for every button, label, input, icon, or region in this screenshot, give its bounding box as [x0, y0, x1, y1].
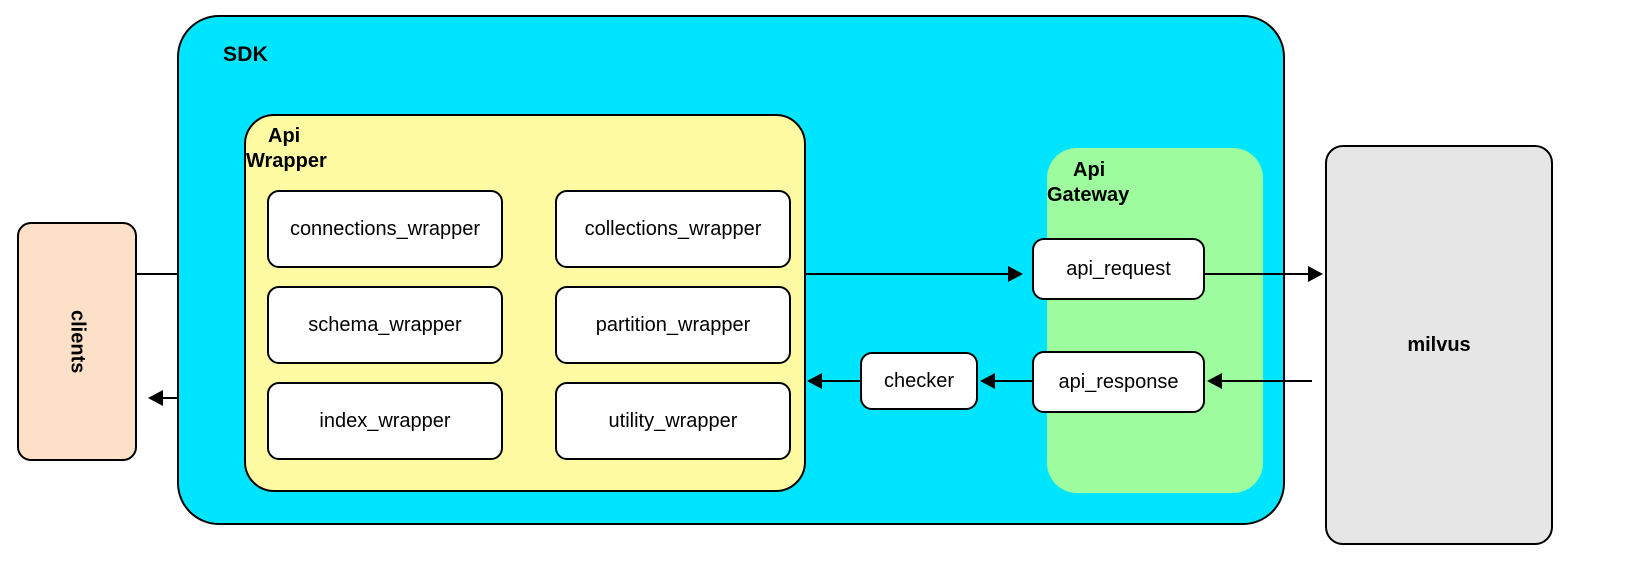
api-wrapper-label-line2: Wrapper: [246, 150, 327, 172]
module-collections-wrapper[interactable]: collections_wrapper: [555, 190, 791, 268]
api-wrapper-label-line1: Api: [268, 125, 301, 147]
api-response-label: api_response: [1058, 370, 1179, 393]
api-wrapper-label: Api Wrapper: [246, 124, 388, 174]
api-request-label: api_request: [1066, 257, 1171, 280]
checker-label: checker: [883, 369, 955, 392]
connector-response-to-checker: [995, 380, 1035, 382]
arrowhead-wrapper-to-clients: [148, 390, 163, 406]
module-label: partition_wrapper: [595, 313, 751, 336]
connector-wrapper-to-gateway: [806, 273, 1011, 275]
module-schema-wrapper[interactable]: schema_wrapper: [267, 286, 503, 364]
api-gateway-label-line2: Gateway: [1047, 184, 1130, 206]
arrowhead-milvus-to-response: [1207, 373, 1222, 389]
api-wrapper-container[interactable]: Api Wrapper connections_wrapper collecti…: [244, 114, 806, 492]
api-gateway-container[interactable]: Api Gateway api_request api_response: [1032, 148, 1263, 493]
clients-node[interactable]: clients: [17, 222, 137, 461]
api-gateway-label: Api Gateway: [1047, 158, 1203, 208]
api-gateway-label-line1: Api: [1073, 159, 1106, 181]
module-partition-wrapper[interactable]: partition_wrapper: [555, 286, 791, 364]
module-index-wrapper[interactable]: index_wrapper: [267, 382, 503, 460]
api-request-node[interactable]: api_request: [1032, 238, 1205, 300]
module-label: collections_wrapper: [584, 217, 762, 240]
arrowhead-wrapper-to-gateway: [1008, 266, 1023, 282]
clients-label: clients: [66, 309, 89, 374]
connector-request-to-milvus: [1205, 273, 1310, 275]
checker-node[interactable]: checker: [860, 352, 978, 410]
module-label: schema_wrapper: [308, 313, 462, 336]
module-connections-wrapper[interactable]: connections_wrapper: [267, 190, 503, 268]
connector-checker-to-wrapper: [822, 380, 862, 382]
module-label: index_wrapper: [319, 409, 451, 432]
arrowhead-request-to-milvus: [1308, 266, 1323, 282]
connector-milvus-to-response: [1222, 380, 1312, 382]
module-label: utility_wrapper: [608, 409, 738, 432]
arrowhead-checker-to-wrapper: [807, 373, 822, 389]
milvus-label: milvus: [1407, 333, 1471, 356]
sdk-label: SDK: [223, 43, 268, 66]
arrowhead-response-to-checker: [980, 373, 995, 389]
milvus-node[interactable]: milvus: [1325, 145, 1553, 545]
module-label: connections_wrapper: [289, 217, 481, 240]
api-response-node[interactable]: api_response: [1032, 351, 1205, 413]
module-utility-wrapper[interactable]: utility_wrapper: [555, 382, 791, 460]
